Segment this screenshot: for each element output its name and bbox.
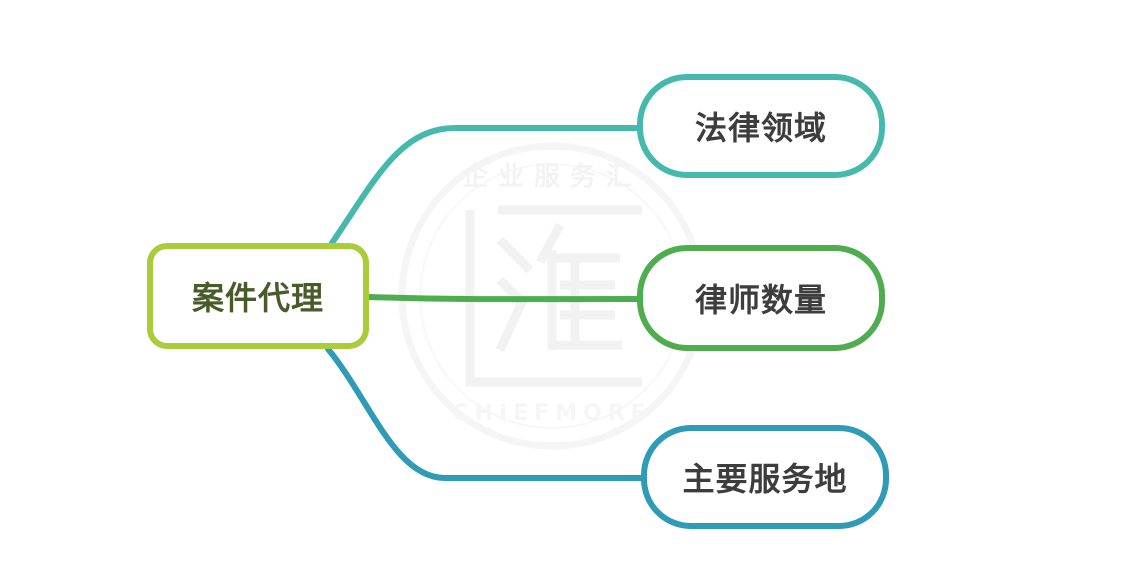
branch-node-label: 法律领域 [694,109,827,147]
root-node[interactable]: 案件代理 [147,243,369,349]
branch-node-lawyer-count[interactable]: 律师数量 [637,245,885,351]
watermark-top-text: 企业服务汇 [462,161,642,192]
connector-root-to-branch-0 [329,125,643,246]
connector-root-to-branch-2 [325,346,648,481]
watermark: 企业服务汇 CHIEFMORE [398,142,706,450]
branch-node-label: 主要服务地 [682,460,848,498]
branch-node-service-location[interactable]: 主要服务地 [641,425,889,529]
watermark-emblem-icon [465,205,642,387]
root-node-label: 案件代理 [191,279,324,317]
branch-node-label: 律师数量 [694,281,827,319]
connector-root-to-branch-1 [366,294,643,303]
watermark-bottom-text: CHIEFMORE [452,401,651,426]
branch-node-legal-field[interactable]: 法律领域 [637,74,885,178]
